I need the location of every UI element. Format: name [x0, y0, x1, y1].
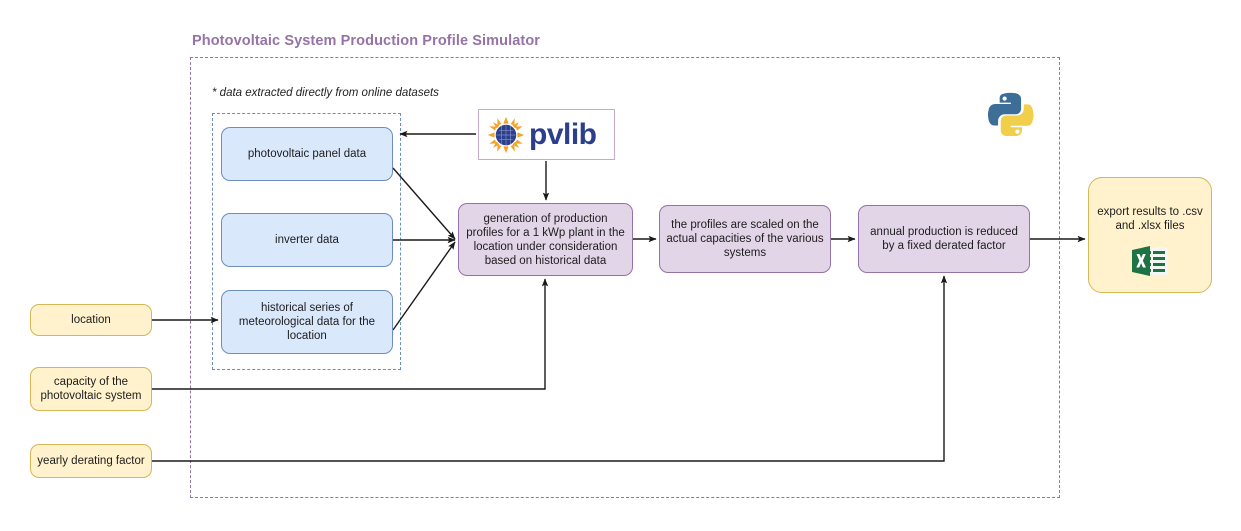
node-label: photovoltaic panel data — [247, 148, 367, 160]
node-profiles-scaled-to-capacity[interactable]: the profiles are scaled on the actual ca… — [659, 205, 831, 273]
pvlib-sun-icon — [487, 116, 525, 153]
node-label: historical series of meteorological data… — [238, 302, 376, 342]
node-label: yearly derating factor — [37, 455, 145, 467]
node-label: location — [71, 314, 111, 326]
node-export-results[interactable]: export results to .csv and .xlsx files — [1088, 177, 1212, 293]
pvlib-wordmark: pvlib — [529, 117, 597, 151]
node-input-location[interactable]: location — [30, 304, 152, 336]
python-logo — [987, 90, 1034, 138]
page-title: Photovoltaic System Production Profile S… — [192, 33, 541, 49]
node-label: generation of production profiles for a … — [466, 212, 625, 267]
node-label: export results to .csv and .xlsx files — [1097, 206, 1203, 232]
node-generation-of-production-profiles[interactable]: generation of production profiles for a … — [458, 203, 633, 276]
node-label: annual production is reduced by a fixed … — [870, 226, 1018, 252]
node-historical-meteorological-data[interactable]: historical series of meteorological data… — [221, 290, 393, 354]
node-inverter-data[interactable]: inverter data — [221, 213, 393, 267]
node-label: the profiles are scaled on the actual ca… — [666, 219, 824, 259]
node-annual-production-derated[interactable]: annual production is reduced by a fixed … — [858, 205, 1030, 273]
node-label: inverter data — [275, 234, 339, 246]
node-input-yearly-derating-factor[interactable]: yearly derating factor — [30, 444, 152, 478]
datasets-note: * data extracted directly from online da… — [212, 87, 439, 99]
pvlib-logo: pvlib — [478, 109, 615, 160]
node-photovoltaic-panel-data[interactable]: photovoltaic panel data — [221, 127, 393, 181]
excel-icon — [1130, 245, 1170, 277]
